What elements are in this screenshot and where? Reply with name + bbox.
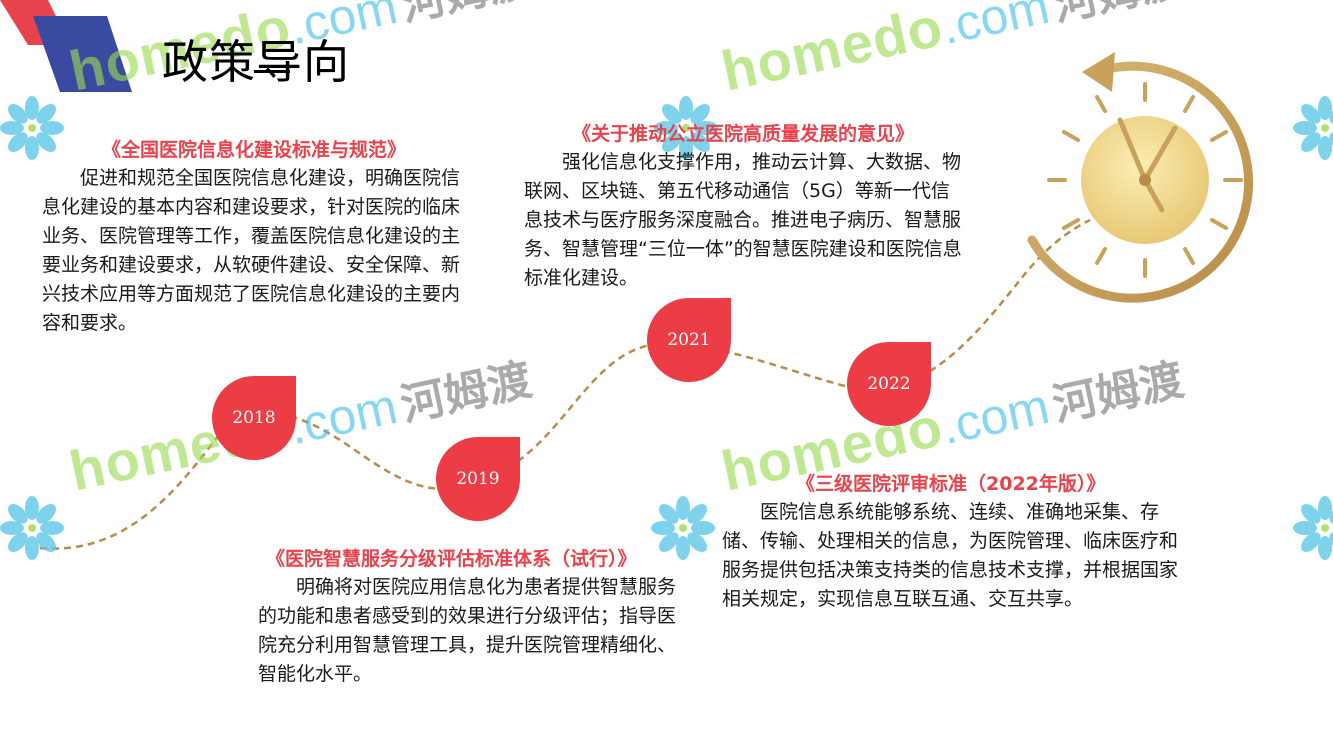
year-marker-2022: 2022 [847,342,931,426]
year-marker-2021: 2021 [647,298,731,382]
policy-block-standard: 《全国医院信息化建设标准与规范》 促进和规范全国医院信息化建设，明确医院信息化建… [42,136,466,338]
policy-body: 明确将对医院应用信息化为患者提供智慧服务的功能和患者感受到的效果进行分级评估；指… [258,576,677,685]
policy-title: 《三级医院评审标准（2022年版）》 [796,473,1106,495]
year-marker-2019: 2019 [436,437,520,521]
corner-logo-icon [0,0,132,92]
title-underline [254,70,290,73]
policy-body: 促进和规范全国医院信息化建设，明确医院信息化建设的基本内容和建设要求，针对医院的… [42,167,461,334]
policy-title: 《关于推动公立医院高质量发展的意见》 [572,123,915,145]
policy-block-public-hospital: 《关于推动公立医院高质量发展的意见》 强化信息化支撑作用，推动云计算、大数据、物… [524,120,968,293]
policy-title: 《医院智慧服务分级评估标准体系（试行）》 [266,548,637,570]
policy-title: 《全国医院信息化建设标准与规范》 [102,139,407,161]
year-marker-2018: 2018 [212,376,296,460]
policy-block-smart-service: 《医院智慧服务分级评估标准体系（试行）》 明确将对医院应用信息化为患者提供智慧服… [258,545,676,689]
policy-block-tertiary-review: 《三级医院评审标准（2022年版）》 医院信息系统能够系统、连续、准确地采集、存… [722,470,1188,614]
policy-body: 强化信息化支撑作用，推动云计算、大数据、物联网、区块链、第五代移动通信（5G）等… [524,151,962,289]
policy-body: 医院信息系统能够系统、连续、准确地采集、存储、传输、处理相关的信息，为医院管理、… [722,501,1179,610]
page-title: 政策导向 [162,35,350,89]
